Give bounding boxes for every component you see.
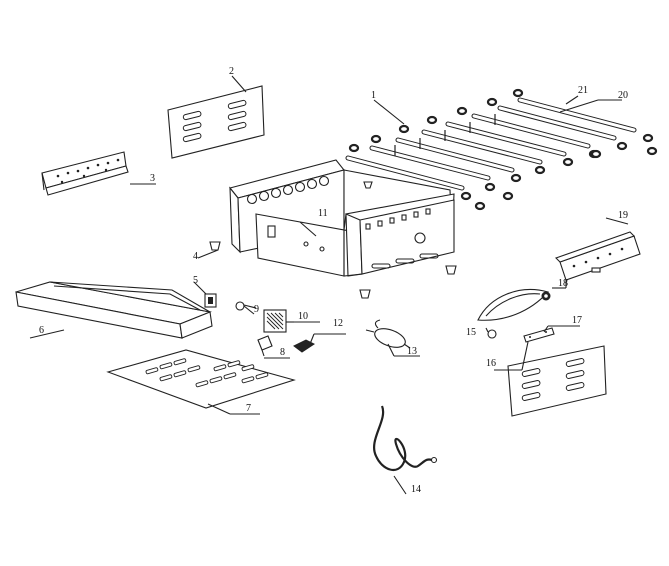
- grease-shield: [477, 288, 549, 339]
- label-part-21: 21: [578, 85, 588, 96]
- bottom-vent-panel: [106, 349, 296, 409]
- label-part-20: 20: [618, 90, 628, 101]
- rocker-switch: [204, 293, 217, 308]
- label-part-7: 7: [246, 403, 251, 414]
- label-part-18: 18: [558, 278, 568, 289]
- main-housing: [229, 159, 455, 277]
- label-part-2: 2: [229, 66, 234, 77]
- label-part-4: 4: [193, 251, 198, 262]
- terminal-block: [293, 339, 315, 353]
- switch-bracket: [257, 335, 273, 357]
- hex-nut: [541, 291, 551, 301]
- drip-tray: [15, 281, 213, 339]
- label-part-14: 14: [411, 484, 421, 495]
- label-part-11: 11: [318, 208, 328, 219]
- label-part-17: 17: [572, 315, 582, 326]
- label-part-1: 1: [371, 90, 376, 101]
- skewer-rods: [345, 88, 658, 211]
- connector-plate: [523, 327, 555, 343]
- vent-panel-top: [167, 85, 265, 159]
- label-part-8: 8: [280, 347, 285, 358]
- label-part-15: 15: [466, 327, 476, 338]
- power-cord: [373, 405, 438, 472]
- label-part-3: 3: [150, 173, 155, 184]
- rubber-foot: [209, 181, 457, 299]
- label-part-13: 13: [407, 346, 417, 357]
- label-part-16: 16: [486, 358, 496, 369]
- vent-panel-right: [507, 345, 607, 417]
- label-part-6: 6: [39, 325, 44, 336]
- label-part-19: 19: [618, 210, 628, 221]
- label-part-9: 9: [254, 304, 259, 315]
- rotisserie-motor: [365, 319, 411, 349]
- callout-leaders: [29, 75, 629, 495]
- label-part-12: 12: [333, 318, 343, 329]
- mounting-bracket-left: [41, 151, 129, 196]
- label-part-10: 10: [298, 311, 308, 322]
- knob-shaft: [235, 301, 257, 311]
- timer-module: [263, 309, 287, 333]
- label-part-5: 5: [193, 275, 198, 286]
- mounting-bracket-right: [554, 231, 641, 288]
